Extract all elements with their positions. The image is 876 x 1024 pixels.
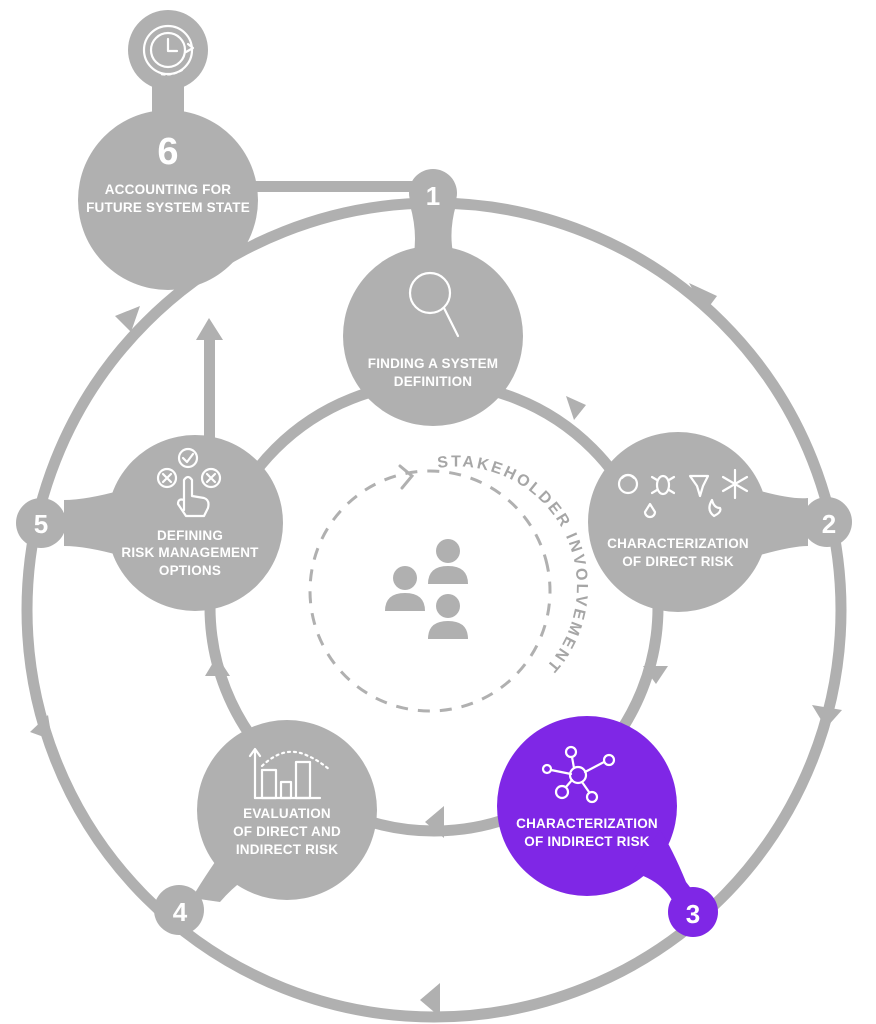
step-1-number: 1 bbox=[426, 181, 440, 211]
step-3-node[interactable]: 3 CHARACTERIZATION OF INDIRECT RISK bbox=[497, 716, 718, 937]
outer-arrow-1-2 bbox=[689, 283, 717, 312]
step-1-title-line-2: DEFINITION bbox=[394, 374, 473, 389]
stakeholder-center: STAKEHOLDER INVOLVEMENT bbox=[308, 453, 591, 713]
step-3-number: 3 bbox=[686, 899, 700, 929]
inner-arrow-1-2 bbox=[566, 396, 586, 420]
step-5-number: 5 bbox=[34, 509, 48, 539]
network-icon bbox=[541, 745, 616, 804]
step-4-title-line-3: INDIRECT RISK bbox=[236, 842, 338, 857]
outer-arrow-2-3 bbox=[812, 705, 842, 728]
step-6-node[interactable]: 6 ACCOUNTING FOR FUTURE SYSTEM STATE bbox=[78, 10, 258, 290]
step-4-title-line-1: EVALUATION bbox=[243, 806, 331, 821]
step-2-number: 2 bbox=[822, 509, 836, 539]
inner-arrow-2-3 bbox=[643, 666, 668, 684]
step-2-node[interactable]: 2 CHARACTERIZATION OF DIRECT RISK bbox=[588, 432, 852, 612]
step-4-number: 4 bbox=[173, 897, 188, 927]
choice-hand-icon bbox=[156, 447, 222, 518]
step-6-title-line-1: ACCOUNTING FOR bbox=[105, 182, 232, 197]
people-group-icon bbox=[385, 539, 468, 639]
step-5-title-line-2: RISK MANAGEMENT bbox=[121, 545, 259, 560]
outer-arrow-4-5 bbox=[30, 715, 52, 740]
outer-arrow-3-4 bbox=[420, 983, 440, 1017]
step-5-title-line-3: OPTIONS bbox=[159, 563, 221, 578]
inner-arrow-4-5 bbox=[205, 656, 230, 676]
step-4-title-line-2: OF DIRECT AND bbox=[233, 824, 341, 839]
step-1-node[interactable]: 1 FINDING A SYSTEM DEFINITION bbox=[343, 169, 523, 426]
step-2-title-line-2: OF DIRECT RISK bbox=[622, 554, 734, 569]
clock-icon bbox=[142, 24, 195, 76]
stakeholder-dashed-circle bbox=[308, 469, 552, 713]
hazards-icon bbox=[617, 468, 749, 519]
step-2-title-line-1: CHARACTERIZATION bbox=[607, 536, 749, 551]
connector-6-1 bbox=[250, 181, 430, 192]
step-1-title-line-1: FINDING A SYSTEM bbox=[368, 356, 498, 371]
step-5-node[interactable]: 5 DEFINING RISK MANAGEMENT OPTIONS bbox=[16, 435, 283, 611]
step-5-title-line-1: DEFINING bbox=[157, 528, 223, 543]
stakeholder-label: STAKEHOLDER INVOLVEMENT bbox=[437, 453, 591, 676]
step-6-number: 6 bbox=[157, 131, 178, 173]
stakeholder-dashed-arrowhead bbox=[398, 464, 415, 490]
step-6-title-line-2: FUTURE SYSTEM STATE bbox=[86, 200, 250, 215]
arrow-5-to-6 bbox=[196, 318, 223, 438]
step-3-title-line-2: OF INDIRECT RISK bbox=[524, 834, 650, 849]
outer-arrow-5-6 bbox=[115, 306, 140, 332]
step-4-node[interactable]: 4 EVALUATION OF DIRECT AND INDIRECT RISK bbox=[154, 720, 377, 935]
inner-arrow-3-4 bbox=[425, 806, 444, 838]
magnifier-icon bbox=[408, 271, 460, 338]
step-3-title-line-1: CHARACTERIZATION bbox=[516, 816, 658, 831]
chart-icon bbox=[248, 747, 332, 800]
